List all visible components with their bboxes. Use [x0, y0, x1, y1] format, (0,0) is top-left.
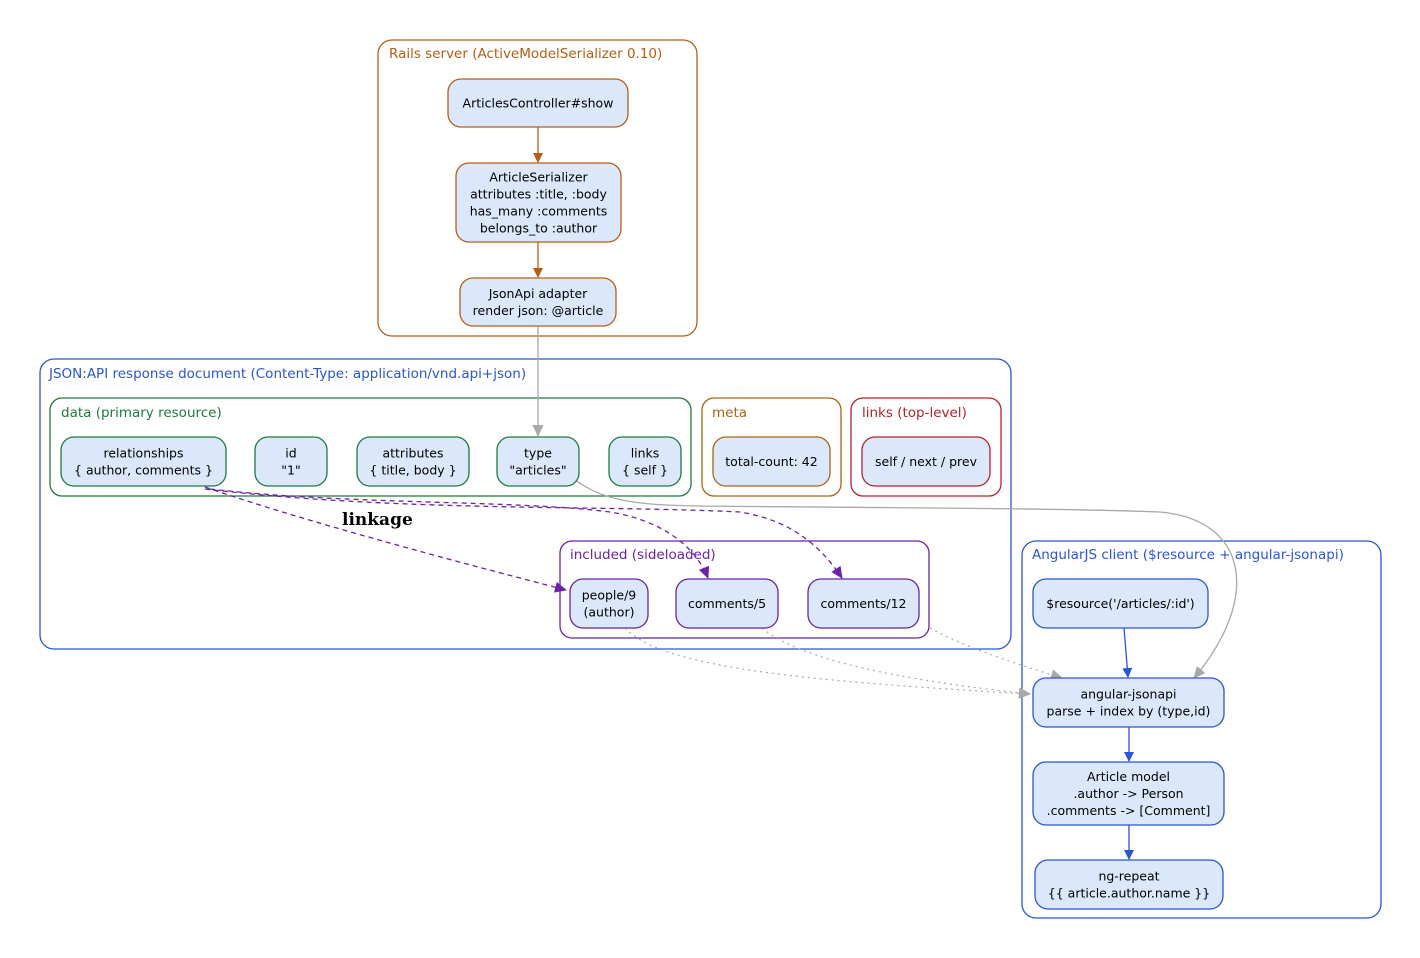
- node-text-line: { self }: [622, 463, 668, 478]
- node-text-line: comments/5: [688, 596, 766, 611]
- node-box: [608, 436, 682, 487]
- node-box: [1032, 677, 1225, 728]
- node-text-line: $resource('/articles/:id'): [1046, 596, 1194, 611]
- node-text-line: belongs_to :author: [480, 221, 598, 236]
- node-text-line: render json: @article: [473, 303, 604, 318]
- node-comments12: comments/12: [807, 578, 920, 629]
- edge-type-jsonapi: [569, 475, 1238, 679]
- cluster-client-label: AngularJS client ($resource + angular-js…: [1032, 547, 1344, 563]
- node-text-line: JsonApi adapter: [488, 286, 588, 301]
- node-text-line: people/9: [582, 588, 637, 603]
- node-box: [675, 578, 779, 629]
- node-text-line: "1": [281, 463, 300, 478]
- node-relationships: relationships { author, comments }: [60, 436, 227, 487]
- node-text-line: { title, body }: [369, 463, 456, 478]
- edge-linkage-people: [204, 486, 567, 593]
- node-type: type "articles": [496, 436, 580, 487]
- node-id: id "1": [254, 436, 328, 487]
- node-resource: $resource('/articles/:id'): [1032, 578, 1209, 629]
- edge-resource-jsonapi: [1122, 627, 1133, 678]
- node-box: [447, 78, 629, 128]
- cluster-rails-label: Rails server (ActiveModelSerializer 0.10…: [389, 46, 662, 62]
- node-box: [496, 436, 580, 487]
- node-text-line: ng-repeat: [1098, 869, 1159, 884]
- cluster-meta: meta: [701, 397, 842, 497]
- node-box: [455, 162, 622, 243]
- node-box: [1032, 578, 1209, 629]
- node-serializer: ArticleSerializer attributes :title, :bod…: [455, 162, 622, 243]
- cluster-api-label: JSON:API response document (Content-Type…: [48, 366, 526, 382]
- node-text-line: parse + index by (type,id): [1047, 704, 1211, 719]
- node-article-model: Article model .author -> Person .comments …: [1032, 761, 1225, 826]
- node-adapter: JsonApi adapter render json: @article: [459, 277, 617, 327]
- node-text-line: relationships: [104, 446, 184, 461]
- edge-label-linkage: linkage: [342, 510, 413, 530]
- node-text-line: comments/12: [820, 596, 906, 611]
- node-text-line: .comments -> [Comment]: [1047, 803, 1211, 818]
- node-comments5: comments/5: [675, 578, 779, 629]
- nodes: ArticlesController#showArticleSerializer…: [60, 78, 1225, 910]
- node-text-line: ArticlesController#show: [463, 96, 614, 111]
- node-box: [60, 436, 227, 487]
- cluster-angularjs-client: AngularJS client ($resource + angular-js…: [1021, 540, 1382, 919]
- node-ng-repeat: ng-repeat {{ article.author.name }}: [1034, 859, 1224, 910]
- node-box: [1032, 761, 1225, 826]
- node-top-links: self / next / prev: [861, 436, 991, 487]
- node-people9: people/9 (author): [569, 578, 649, 629]
- node-links-self: links { self }: [608, 436, 682, 487]
- node-text-line: (author): [584, 605, 635, 620]
- node-text-line: { author, comments }: [74, 463, 213, 478]
- cluster-links-label: links (top-level): [862, 405, 967, 421]
- cluster-data-label: data (primary resource): [61, 405, 222, 421]
- node-text-line: links: [631, 446, 660, 461]
- edge-comments5-jsonapi: [761, 627, 1031, 699]
- node-text-line: .author -> Person: [1073, 786, 1183, 801]
- edges: linkage: [204, 127, 1238, 860]
- node-box: [569, 578, 649, 629]
- cluster-jsonapi-document: JSON:API response document (Content-Type…: [39, 358, 1012, 650]
- node-text-line: type: [524, 446, 552, 461]
- node-text-line: {{ article.author.name }}: [1048, 886, 1210, 901]
- cluster-data: data (primary resource): [49, 397, 692, 497]
- edge-linkage-comments12: [204, 488, 843, 579]
- node-text-line: self / next / prev: [875, 454, 978, 469]
- node-text-line: angular-jsonapi: [1080, 687, 1176, 702]
- node-box: [459, 277, 617, 327]
- node-box: [254, 436, 328, 487]
- node-text-line: id: [285, 446, 296, 461]
- node-text-line: "articles": [509, 463, 566, 478]
- node-text-line: attributes: [382, 446, 443, 461]
- node-attributes: attributes { title, body }: [356, 436, 470, 487]
- cluster-top-links: links (top-level): [850, 397, 1002, 497]
- node-box: [356, 436, 470, 487]
- node-text-line: has_many :comments: [470, 204, 608, 219]
- node-text-line: total-count: 42: [725, 454, 817, 469]
- node-controller: ArticlesController#show: [447, 78, 629, 128]
- node-box: [861, 436, 991, 487]
- cluster-meta-label: meta: [712, 405, 747, 421]
- cluster-included-label: included (sideloaded): [570, 547, 716, 563]
- node-total-count: total-count: 42: [712, 436, 831, 487]
- node-text-line: Article model: [1087, 769, 1170, 784]
- node-text-line: attributes :title, :body: [470, 187, 607, 202]
- node-text-line: ArticleSerializer: [489, 170, 588, 185]
- node-box: [807, 578, 920, 629]
- node-box: [712, 436, 831, 487]
- node-jsonapi: angular-jsonapi parse + index by (type,id…: [1032, 677, 1225, 728]
- node-box: [1034, 859, 1224, 910]
- edge-comments12-jsonapi: [929, 627, 1063, 681]
